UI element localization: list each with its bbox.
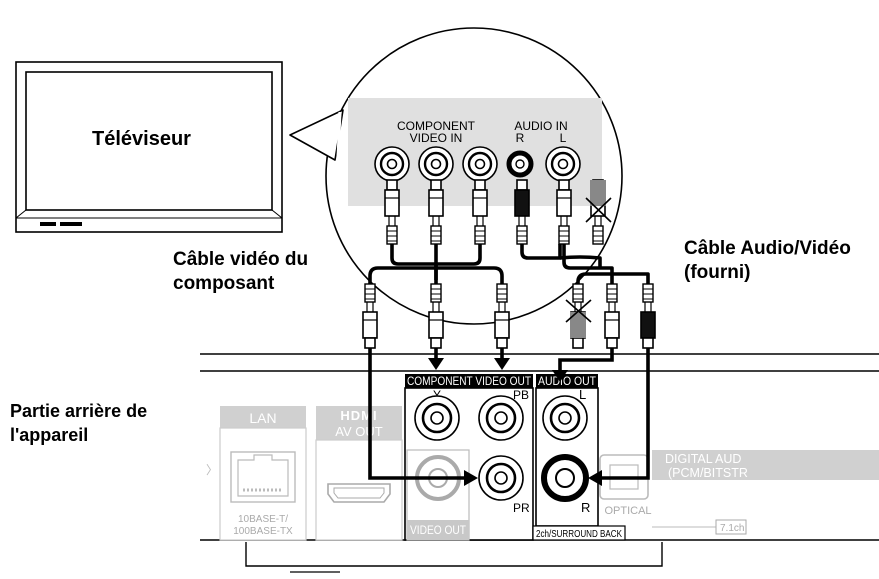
- tv-y-jack: [373, 145, 411, 183]
- video-out-label: VIDEO OUT: [410, 525, 466, 537]
- surround-back-label: 2ch/SURROUND BACK: [536, 529, 622, 540]
- y-jack: [413, 394, 461, 442]
- audio-out-l-label: L: [579, 387, 586, 402]
- audio-out-l-jack: [541, 394, 589, 442]
- audio-out-r-label: R: [581, 500, 590, 515]
- av-cable: [520, 244, 650, 300]
- optical-label: OPTICAL: [604, 505, 651, 517]
- av-cable-label-2: (fourni): [684, 262, 751, 283]
- plug-tv-audio-r: [514, 179, 530, 245]
- rear-label-2: l'appareil: [10, 425, 89, 445]
- lan-base-label-1: 10BASE-T/: [238, 514, 288, 525]
- rear-label-1: Partie arrière de: [10, 401, 148, 421]
- audio-out-block: AUDIO OUT L R 2ch/SURROUND BACK: [532, 374, 626, 541]
- component-video-in-label-2: VIDEO IN: [410, 131, 463, 145]
- tv-pr-jack: [461, 145, 499, 183]
- component-video-in-label-1: COMPONENT: [397, 119, 476, 133]
- audio-in-l-label: L: [560, 131, 567, 145]
- plug-player-pr: [494, 283, 510, 349]
- component-video-out-label: COMPONENT VIDEO OUT: [407, 376, 531, 388]
- lan-port-block: LAN 10BASE-T/ 100BASE-TX: [219, 406, 307, 541]
- hdmi-logo: HDMI: [340, 408, 377, 423]
- hdmi-port-block: HDMI AV OUT: [315, 406, 403, 541]
- pb-label: PB: [513, 388, 529, 402]
- component-cable-label-2: composant: [173, 273, 275, 294]
- player-rear: 〉 LAN 10BASE-T/ 100BASE-TX HDMI AV OUT C…: [200, 353, 879, 573]
- unused-video-plug: [585, 179, 612, 245]
- plug-tv-pr: [472, 179, 488, 245]
- arrowheads: [428, 358, 602, 486]
- plug-tv-y: [384, 179, 400, 245]
- audio-out-label: AUDIO OUT: [538, 376, 596, 388]
- plug-player-audio-r: [640, 283, 656, 349]
- hdmi-av-out-label: AV OUT: [335, 424, 382, 439]
- plug-tv-audio-l: [556, 179, 572, 245]
- plug-player-audio-l: [604, 283, 620, 349]
- unused-video-plug-lower: [565, 283, 592, 349]
- tv-audio-l-jack: [544, 145, 582, 183]
- pr-jack: [477, 454, 525, 502]
- pb-jack: [477, 394, 525, 442]
- y-label: Y: [433, 388, 441, 402]
- digital-audio-label-1: DIGITAL AUD: [665, 452, 741, 466]
- tv-illustration: [15, 61, 283, 233]
- tv-pb-jack: [417, 145, 455, 183]
- tv-jack-zoom: COMPONENT VIDEO IN AUDIO IN R L: [289, 27, 623, 325]
- optical-port-block: OPTICAL DIGITAL AUD (PCM/BITSTR 7.1ch: [599, 450, 879, 535]
- component-cable-label-1: Câble vidéo du: [173, 249, 309, 270]
- audio-in-label: AUDIO IN: [514, 119, 567, 133]
- plug-tv-pb: [428, 179, 444, 245]
- pr-label: PR: [513, 501, 530, 515]
- plug-player-y: [362, 283, 378, 349]
- tv-label: Téléviseur: [92, 128, 191, 150]
- lan-base-label-2: 100BASE-TX: [233, 526, 293, 537]
- video-out-block: VIDEO OUT: [406, 449, 470, 541]
- 7-1ch-label: 7.1ch: [720, 523, 744, 534]
- audio-in-r-label: R: [516, 131, 525, 145]
- lan-label: LAN: [249, 410, 276, 426]
- av-cable-label-1: Câble Audio/Vidéo: [684, 238, 851, 259]
- digital-audio-label-2: (PCM/BITSTR: [668, 466, 748, 480]
- plug-player-pb: [428, 283, 444, 349]
- svg-text:〉: 〉: [206, 463, 218, 477]
